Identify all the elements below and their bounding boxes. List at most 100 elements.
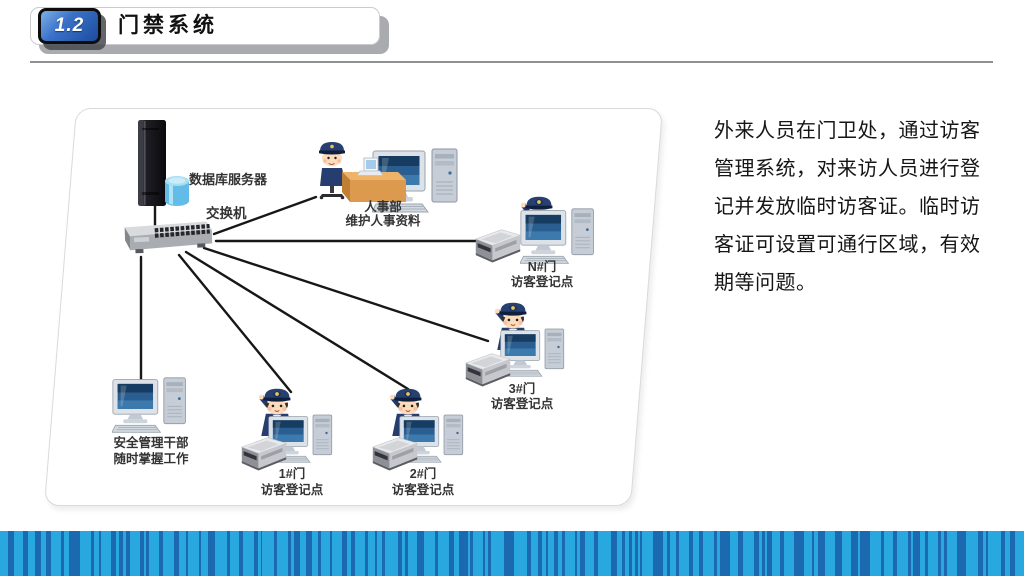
section-number-badge: 1.2 (38, 8, 101, 44)
barcode-stripe (634, 531, 638, 576)
barcode-stripe (1000, 531, 1006, 576)
barcode-stripe (713, 531, 717, 576)
barcode-stripe (754, 531, 760, 576)
gate-2-label-line1: 2#门 (409, 467, 437, 481)
barcode-stripe (342, 531, 348, 576)
barcode-stripe (986, 531, 988, 576)
barcode-stripe (350, 531, 355, 576)
gate-n-label: N#门 访客登记点 (482, 260, 602, 290)
barcode-stripe (593, 531, 599, 576)
barcode-stripe (851, 531, 858, 576)
security-label: 安全管理干部 随时掌握工作 (91, 436, 211, 467)
barcode-stripe (208, 531, 216, 576)
barcode-stripe (482, 531, 485, 576)
barcode-stripe (8, 531, 14, 576)
barcode-stripe (227, 531, 231, 576)
barcode-stripe (274, 531, 277, 576)
security-label-line2: 随时掌握工作 (113, 451, 189, 466)
barcode-stripe (977, 531, 983, 576)
switch-label: 交换机 (206, 206, 247, 221)
barcode-stripe (330, 531, 332, 576)
header-divider (30, 61, 993, 63)
barcode-stripe (629, 531, 633, 576)
barcode-stripe (158, 531, 164, 576)
barcode-stripe (621, 531, 625, 576)
barcode-stripe (470, 531, 474, 576)
barcode-stripe (767, 531, 772, 576)
registration-computer-icon (520, 208, 596, 265)
barcode-stripe (45, 531, 52, 576)
gate-2-label: 2#门 访客登记点 (363, 466, 483, 498)
barcode-stripe (812, 531, 815, 576)
barcode-stripe (145, 531, 150, 576)
barcode-stripe (90, 531, 95, 576)
barcode-stripe (397, 531, 402, 576)
barcode-stripe (404, 531, 409, 576)
barcode-stripe (23, 531, 28, 576)
barcode-stripe (434, 531, 439, 576)
description-line: 管理系统，对来访人员进行登 (714, 158, 981, 180)
officer-at-desk-icon (308, 134, 408, 204)
barcode-stripe (562, 531, 566, 576)
hr-label: 人事部 维护人事资料 (323, 200, 443, 228)
section-number: 1.2 (54, 15, 85, 36)
barcode-stripe (1010, 531, 1015, 576)
barcode-stripe (688, 531, 693, 576)
hr-label-line2: 维护人事资料 (345, 213, 421, 228)
barcode-stripe (487, 531, 492, 576)
barcode-stripe (925, 531, 928, 576)
barcode-stripe (503, 531, 515, 576)
barcode-stripe (639, 531, 642, 576)
barcode-stripe (238, 531, 243, 576)
barcode-stripe (719, 531, 730, 576)
barcode-stripe (364, 531, 369, 576)
database-cylinder-icon (163, 174, 191, 208)
description-line: 期等问题。 (714, 272, 817, 294)
barcode-stripe (653, 531, 663, 576)
description-paragraph: 外来人员在门卫处，通过访客 管理系统，对来访人员进行登 记并发放临时访客证。临时… (714, 112, 1014, 302)
barcode-stripe (699, 531, 704, 576)
barcode-stripe (253, 531, 258, 576)
barcode-stripe (913, 531, 920, 576)
gate-n-label-line1: N#门 (527, 260, 557, 274)
barcode-stripe (526, 531, 531, 576)
gate-2-label-line2: 访客登记点 (391, 483, 455, 497)
barcode-stripe (675, 531, 679, 576)
barcode-stripe (199, 531, 201, 576)
barcode-stripe (417, 531, 424, 576)
barcode-stripe (111, 531, 117, 576)
barcode-stripe (738, 531, 744, 576)
barcode-stripe (306, 531, 312, 576)
barcode-stripe (574, 531, 578, 576)
barcode-banner (0, 531, 1024, 576)
barcode-stripe (260, 531, 263, 576)
barcode-stripe (780, 531, 785, 576)
network-switch-icon (114, 220, 216, 256)
barcode-stripe (957, 531, 967, 576)
barcode-stripe (119, 531, 124, 576)
barcode-stripe (293, 531, 301, 576)
barcode-stripe (287, 531, 291, 576)
barcode-stripe (818, 531, 825, 576)
barcode-stripe (318, 531, 322, 576)
barcode-stripe (375, 531, 377, 576)
barcode-stripe (580, 531, 585, 576)
barcode-stripe (126, 531, 130, 576)
gate-n-label-line2: 访客登记点 (510, 275, 574, 289)
barcode-stripe (860, 531, 871, 576)
barcode-stripe (185, 531, 188, 576)
gate-3-label-line2: 访客登记点 (490, 397, 554, 411)
security-workstation-icon (112, 377, 188, 434)
barcode-stripe (448, 531, 454, 576)
page-title: 门禁系统 (118, 13, 218, 37)
barcode-stripe (943, 531, 948, 576)
gate-1-label-line2: 访客登记点 (260, 483, 324, 497)
barcode-stripe (908, 531, 912, 576)
printer-icon (472, 226, 524, 263)
barcode-stripe (666, 531, 670, 576)
barcode-stripe (140, 531, 144, 576)
barcode-stripe (553, 531, 558, 576)
barcode-stripe (793, 531, 804, 576)
barcode-stripe (61, 531, 65, 576)
barcode-stripe (382, 531, 385, 576)
